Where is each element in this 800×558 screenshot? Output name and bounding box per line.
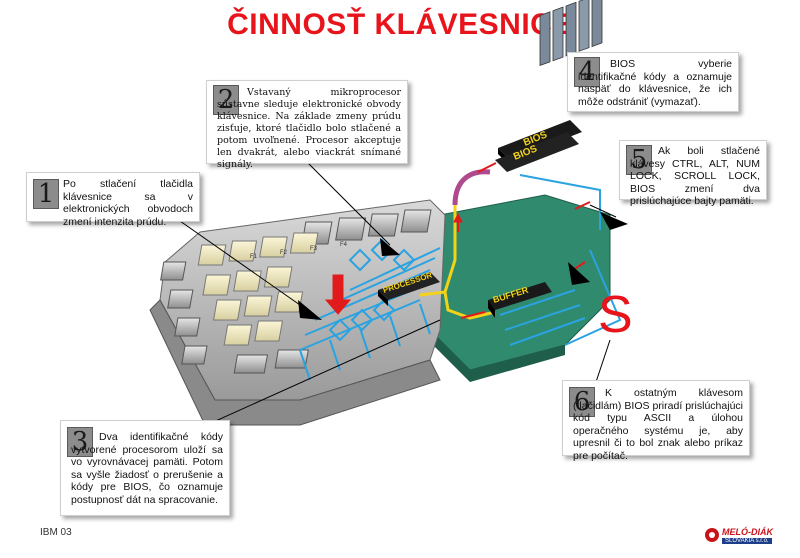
callout-5: 5 Ak boli stlačené klávesy CTRL, ALT, NU…	[619, 140, 767, 207]
callout-6: 6 K ostatným klávesom (tlačidlám) BIOS p…	[562, 380, 750, 462]
f1-label: F1	[250, 254, 258, 260]
bios-chips: BIOS BIOS	[495, 120, 582, 172]
keyboard-base	[149, 299, 441, 426]
callout-number: 5	[626, 145, 652, 175]
callout-number: 6	[569, 387, 595, 417]
callout-3: 3 Dva identifikačné kódy vytvorené proce…	[60, 420, 230, 516]
circuit-board-front	[430, 330, 565, 382]
blue-circuit	[299, 174, 622, 381]
callout-text: Vstavaný mikroprocesor sústavne sleduje …	[217, 87, 401, 170]
f2-label: F2	[280, 250, 288, 256]
page-title: ČINNOSŤ KLÁVESNICE	[227, 8, 573, 41]
pointer-arrowheads	[298, 212, 628, 320]
callout-text: Ak boli stlačené klávesy CTRL, ALT, NUM …	[630, 145, 760, 207]
f4-label: F4	[340, 242, 348, 248]
memory-modules	[539, 0, 603, 67]
yellow-wire	[419, 205, 496, 320]
callout-4: 4 BIOS vyberie identifikačné kódy a ozna…	[567, 52, 739, 112]
red-arrows	[324, 162, 591, 319]
callout-text: K ostatným klávesom (tlačidlám) BIOS pri…	[573, 387, 743, 462]
callout-text: Dva identifikačné kódy vytvorené proceso…	[71, 431, 223, 506]
logo-subtitle: SLOVAKIA s.r.o.	[722, 538, 772, 544]
callout-number: 3	[67, 427, 93, 457]
logo-icon	[705, 528, 719, 542]
footer-code: IBM 03	[40, 527, 72, 538]
letter-s: S	[598, 286, 633, 344]
callout-1: 1 Po stlačení tlačidla klávesnice sa v e…	[26, 172, 200, 228]
callout-text: BIOS vyberie identifikačné kódy a oznamu…	[578, 58, 732, 108]
key-rows	[160, 209, 432, 374]
cable	[452, 169, 491, 206]
logo-name: MELÓ-DIÁK	[722, 527, 773, 537]
callout-number: 2	[213, 85, 239, 115]
callout-number: 4	[574, 57, 600, 87]
callout-text: Po stlačení tlačidla klávesnice sa v ele…	[63, 178, 193, 228]
callout-number: 1	[33, 179, 59, 209]
callout-2: 2 Vstavaný mikroprocesor sústavne sleduj…	[206, 80, 408, 170]
f3-label: F3	[310, 246, 318, 252]
key-press-arrow	[324, 274, 352, 315]
